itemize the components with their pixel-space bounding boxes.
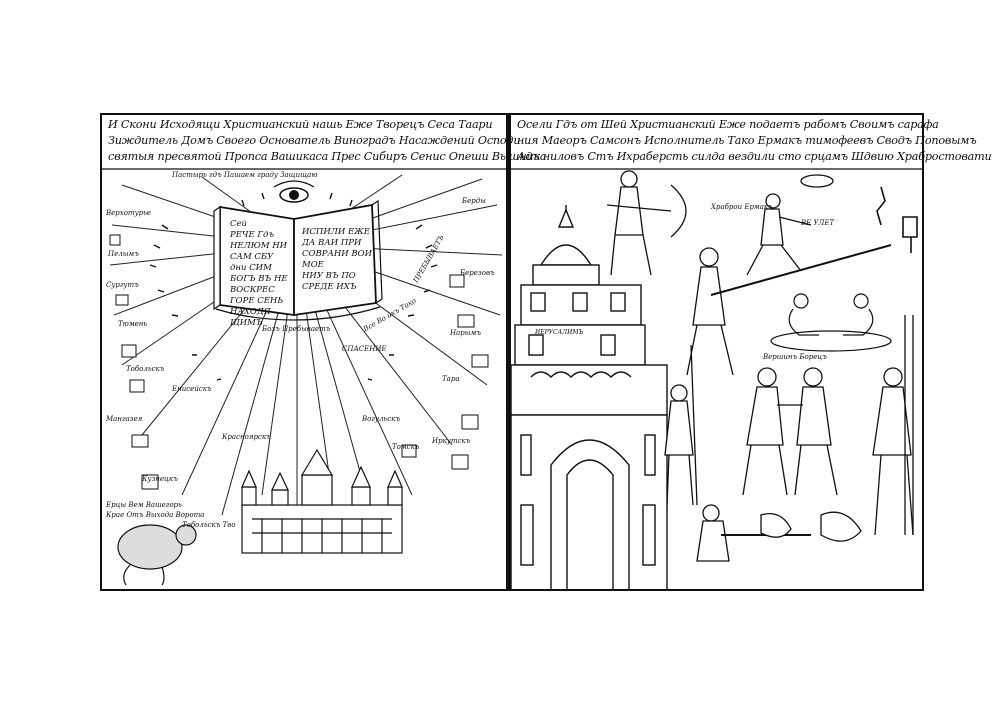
right-panel-frame: Осели Гдъ от Шей Христианский Еже подает… — [508, 113, 992, 591]
town-yeniseisk: Енисейскъ — [172, 385, 212, 393]
tobolsk-kremlin — [241, 448, 403, 554]
book-left-page-text: Сей РЕЧЕ Гдъ НЕЛЮМ НИ САМ СБУ дни СИМ БО… — [230, 219, 288, 328]
standing-wrestlers — [742, 367, 838, 496]
town-mangazeya: Мангазея — [106, 415, 143, 423]
left-illustration — [102, 168, 506, 586]
bottom-prayer-line-1: Ерцы Вем Вашегорь — [106, 501, 182, 509]
right-caption-line-2: ния Маеоръ Самсонъ Исполнитель Тако Ерма… — [517, 134, 977, 147]
archer-figure — [606, 170, 687, 276]
book-right-page-text: ИСПИЛИ ЕЖЕ ДА ВАИ ПРИ СОВРАНИ ВОИ МОЕ НИ… — [302, 227, 373, 292]
town-kuznetsk: Кузнецкъ — [142, 475, 178, 483]
runner-figure — [746, 193, 812, 276]
sitting-wrestlers — [770, 293, 892, 352]
town-tomsk: Томскъ — [392, 443, 420, 451]
label-wrestlers: Вершинъ Борецъ — [763, 353, 827, 361]
gate-tower — [511, 205, 668, 589]
town-berdy: Берды — [462, 197, 486, 205]
label-tower-sign: ИЕРУСАЛИМЪ — [535, 329, 584, 336]
left-caption-line-2: Зиждитель Домъ Своего Основатель Виногра… — [108, 134, 521, 147]
town-naryn: Нарымъ — [450, 329, 481, 337]
pelican-icon — [117, 524, 197, 586]
town-irkutsk: Иркутскъ — [432, 437, 471, 445]
town-tobolsk: Тобольскъ — [126, 365, 165, 373]
flying-hat-icon — [800, 174, 834, 188]
label-archers: Храброи Ермакъ — [711, 203, 773, 211]
target-post-icon — [876, 186, 918, 253]
town-krasnoyarsk: Красноярскъ — [222, 433, 271, 441]
bottom-prayer-line-3: Тобольскъ Тво — [182, 521, 236, 529]
town-tyumen: Тюмень — [118, 320, 148, 328]
bottom-prayer-line-2: Крае Отъ Выхода Ворота — [106, 511, 205, 519]
left-caption-line-1: И Скони Исходящи Христианский нашь Еже Т… — [108, 118, 493, 131]
town-berezov: Березовъ — [460, 269, 495, 277]
town-surgut: Сургутъ — [106, 281, 139, 289]
label-above-book: Пастырь гдъ Пашаем граду Защищаю — [172, 171, 318, 179]
left-towns — [109, 234, 489, 490]
left-panel-frame: И Скони Исходящи Христианский нашь Еже Т… — [100, 113, 547, 591]
town-tara: Тара — [442, 375, 460, 383]
right-caption-line-1: Осели Гдъ от Шей Христианский Еже подает… — [517, 118, 939, 131]
open-book-icon — [213, 199, 383, 321]
ray-hatching — [149, 192, 438, 381]
label-shooters: ВЕ УЛЕТ — [801, 219, 835, 227]
pikeman-figure — [872, 315, 914, 536]
town-verkhoturye: Верхотурье — [106, 209, 152, 217]
label-ray-under: СПАСЕНИЕ — [342, 345, 387, 353]
right-illustration — [511, 168, 923, 589]
all-seeing-eye-icon — [273, 180, 315, 203]
left-caption-line-3: святыя пресвятой Пропса Вашикаса Прес Си… — [108, 150, 547, 163]
musketeer-figure — [696, 504, 862, 562]
tower-guard-figure — [664, 344, 698, 506]
label-below-book: Бозъ Пребываетъ — [262, 325, 331, 333]
town-pelym: Пелымъ — [108, 250, 139, 258]
right-caption-line-3: Адъ ниловъ Стъ Ихраберсть силда вездили … — [517, 150, 992, 163]
town-vogulsk: Вогульскъ — [362, 415, 400, 423]
